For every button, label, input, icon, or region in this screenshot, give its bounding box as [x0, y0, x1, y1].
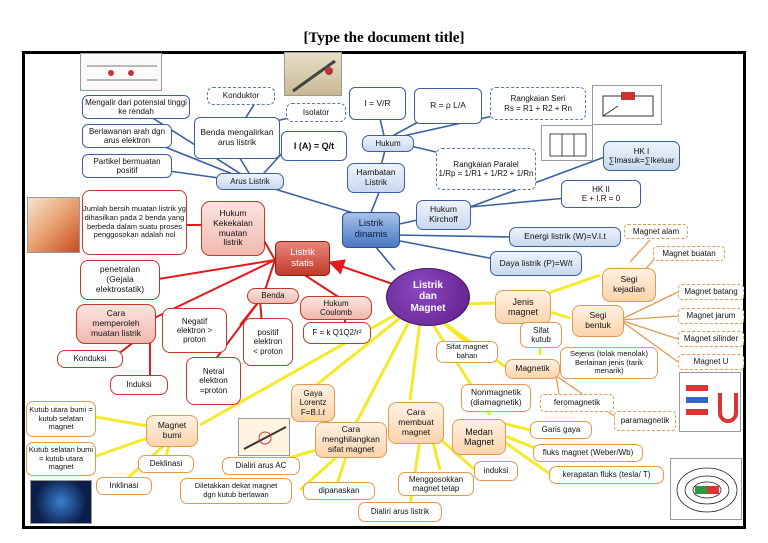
hukum-coulomb-node[interactable]: Hukum Coulomb	[300, 296, 372, 320]
magnet-alam-node[interactable]: Magnet alam	[624, 224, 688, 239]
deklinasi-node[interactable]: Deklinasi	[138, 455, 194, 473]
positif-node[interactable]: positif elektron < proton	[243, 318, 293, 366]
arus-listrik-node[interactable]: Arus Listrik	[216, 173, 284, 190]
kutub-selatan-node[interactable]: Kutub selatan bumi = kutub utara magnet	[26, 442, 96, 476]
cara-memperoleh-node[interactable]: Cara memperoleh muatan listrik	[76, 304, 156, 344]
konduktor-node[interactable]: Konduktor	[207, 87, 275, 105]
fluks-magnet-node[interactable]: fluks magnet (Weber/Wb)	[533, 444, 643, 462]
isolator-node[interactable]: Isolator	[286, 103, 346, 122]
segi-bentuk-node[interactable]: Segi bentuk	[572, 305, 624, 337]
penetralan-node[interactable]: penetralan (Gejala elektrostatik)	[80, 260, 160, 300]
dialiri-arus-node[interactable]: Dialiri arus listrik	[358, 502, 442, 522]
hk-i-node[interactable]: HK I ∑Imasuk=∑Ikeluar	[603, 141, 680, 171]
feromagnetik-node[interactable]: feromagnetik	[540, 394, 614, 412]
parallel-circuit-image	[541, 125, 593, 161]
magnet-batang-node[interactable]: Magnet batang	[678, 284, 744, 300]
sejenis-node[interactable]: Sejenis (tolak menolak) Berlainan jenis …	[560, 347, 658, 379]
listrik-dinamis-node[interactable]: Listrik dinamis	[342, 212, 400, 248]
dipanaskan-node[interactable]: dipanaskan	[303, 482, 375, 500]
magnet-types-image	[679, 372, 741, 432]
hambatan-listrik-node[interactable]: Hambatan Listrik	[347, 163, 405, 193]
magnet-jarum-node[interactable]: Magnet jarum	[678, 308, 744, 324]
induksi-statis-node[interactable]: Induksi	[110, 375, 168, 395]
magnet-u-node[interactable]: Magnet U	[678, 354, 744, 370]
lorentz-force-image	[238, 418, 290, 456]
benda-mengalirkan-node[interactable]: Benda mengalirkan arus listrik	[194, 117, 280, 159]
segi-kejadian-node[interactable]: Segi kejadian	[602, 268, 656, 302]
earth-magnet-image	[30, 480, 92, 524]
conductor-wire-image	[80, 53, 162, 91]
medan-magnet-node[interactable]: Medan Magnet	[452, 419, 506, 455]
arus-desc-positif[interactable]: Partikel bermuatan positif	[82, 154, 172, 178]
magnet-bumi-node[interactable]: Magnet bumi	[146, 415, 198, 447]
negatif-node[interactable]: Negatif elektron > proton	[162, 308, 227, 353]
magnetic-field-lines-image	[670, 458, 742, 520]
insulator-photo	[284, 52, 342, 96]
arus-desc-potential[interactable]: Mengalir dari potensial tinggi ke rendah	[82, 95, 190, 119]
orange-connectors	[554, 239, 679, 421]
netral-node[interactable]: Netral elektron =proton	[186, 357, 241, 405]
diletakkan-node[interactable]: Diletakkan dekat magnet dgn kutub berlaw…	[180, 478, 292, 504]
jenis-magnet-node[interactable]: Jenis magnet	[495, 290, 551, 324]
series-circuit-image	[592, 85, 662, 125]
static-hair-photo	[27, 197, 80, 253]
benda-node[interactable]: Benda	[247, 288, 299, 304]
inklinasi-node[interactable]: Inklinasi	[96, 477, 152, 495]
hk-ii-node[interactable]: HK II E + I.R = 0	[561, 180, 641, 208]
cara-menghilangkan-node[interactable]: Cara menghilangkan sifat magnet	[315, 422, 387, 458]
cara-membuat-magnet-node[interactable]: Cara membuat magnet	[388, 402, 444, 444]
induksi-magnet-node[interactable]: induksi	[474, 461, 518, 481]
rangkaian-paralel-node[interactable]: Rangkaian Paralel 1/Rp = 1/R1 + 1/R2 + 1…	[436, 148, 536, 190]
magnet-silinder-node[interactable]: Magnet silinder	[678, 331, 744, 347]
sifat-kutub-node[interactable]: Sifat kutub	[520, 322, 562, 348]
diagram-frame	[22, 51, 746, 529]
ohm-law-node[interactable]: I = V/R	[349, 87, 406, 120]
nonmagnetik-node[interactable]: Nonmagnetik (diamagnetik)	[461, 384, 531, 412]
daya-listrik-node[interactable]: Daya listrik (P)=W/t	[490, 251, 582, 276]
hukum-kekekalan-node[interactable]: Hukum Kekekalan muatan listrik	[201, 201, 265, 256]
kutub-utara-node[interactable]: Kutub utara bumi = kutub selatan magnet	[26, 401, 96, 437]
rangkaian-seri-node[interactable]: Rangkaian Seri Rs = R1 + R2 + Rn	[490, 87, 586, 120]
document-title: [Type the document title]	[303, 30, 465, 46]
kerapatan-fluks-node[interactable]: kerapatan fluks (tesla/ T)	[549, 466, 664, 484]
sifat-magnet-bahan-node[interactable]: Sifat magnet bahan	[436, 341, 498, 363]
gaya-lorentz-node[interactable]: Gaya Lorentz F=B.I.ℓ	[291, 384, 335, 422]
arus-desc-elektron[interactable]: Berlawanan arah dgn arus elektron	[82, 124, 172, 148]
arus-formula-node[interactable]: I (A) = Q/t	[281, 131, 347, 161]
magnet-buatan-node[interactable]: Magnet buatan	[653, 246, 725, 261]
hukum-node[interactable]: Hukum	[362, 135, 414, 152]
paramagnetik-node[interactable]: paramagnetik	[614, 411, 676, 431]
kekekalan-desc-node[interactable]: Jumlah bersih muatan listrik yg dihasilk…	[82, 190, 187, 255]
listrik-statis-node[interactable]: Listrik statis	[275, 241, 330, 276]
coulomb-formula-node[interactable]: F = k Q1Q2/r²	[303, 322, 371, 344]
garis-gaya-node[interactable]: Garis gaya	[530, 421, 592, 439]
energi-listrik-node[interactable]: Energi listrik (W)=V.I.t	[509, 227, 621, 247]
konduksi-node[interactable]: Konduksi	[57, 350, 123, 368]
menggosokkan-node[interactable]: Menggosokkan magnet tetap	[398, 472, 474, 496]
hukum-kirchoff-node[interactable]: Hukum Kirchoff	[416, 200, 471, 230]
center-node-listrik-dan-magnet[interactable]: Listrik dan Magnet	[386, 268, 470, 326]
hambatan-formula-node[interactable]: R = ρ L/A	[414, 88, 482, 124]
dialiri-arus-ac-node[interactable]: Dialiri arus AC	[222, 457, 300, 475]
magnetik-node[interactable]: Magnetik	[505, 359, 560, 379]
